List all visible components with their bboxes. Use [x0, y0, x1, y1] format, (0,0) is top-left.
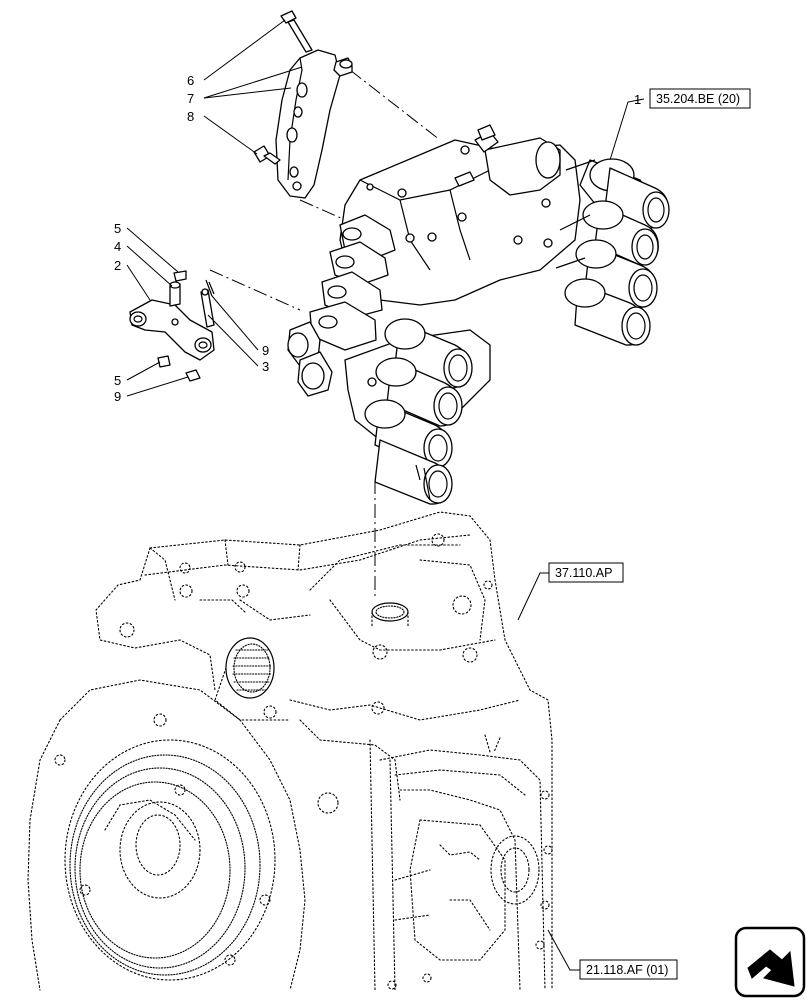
reference-valve-label[interactable]: 35.204.BE (20)	[656, 92, 740, 106]
callout-5-bottom: 5	[114, 373, 121, 388]
clip-5-bottom	[157, 355, 171, 368]
callout-6: 6	[187, 73, 194, 88]
callout-7: 7	[187, 91, 194, 106]
transmission-housing-outline	[27, 511, 553, 991]
bolt-6	[280, 10, 313, 53]
mesh-pattern	[232, 649, 272, 691]
reference-box-valve[interactable]: 35.204.BE (20)	[649, 88, 751, 109]
next-page-arrow-icon[interactable]	[734, 926, 806, 998]
right-solenoid-stack	[555, 158, 670, 346]
assembly-axes	[209, 69, 441, 600]
leader-lines	[126, 19, 645, 971]
mounting-bracket	[275, 49, 353, 199]
bolt-8	[253, 145, 281, 165]
left-solenoid-stack	[364, 318, 473, 505]
link-arm-2	[129, 299, 215, 361]
cotter-9-bottom	[185, 369, 201, 382]
reference-box-transmission[interactable]: 21.118.AF (01)	[579, 959, 678, 980]
pin-4	[169, 281, 181, 307]
reference-transmission-label[interactable]: 21.118.AF (01)	[586, 963, 668, 977]
cotter-9-top	[205, 279, 215, 297]
reference-box-housing[interactable]: 37.110.AP	[548, 562, 624, 583]
clip-5-top	[173, 270, 187, 282]
callout-2: 2	[114, 258, 121, 273]
control-valve-assembly	[287, 124, 670, 505]
callout-1: 1	[634, 92, 641, 107]
callout-8: 8	[187, 109, 194, 124]
callout-5-top: 5	[114, 221, 121, 236]
callout-9-right: 9	[262, 343, 269, 358]
reference-housing-label[interactable]: 37.110.AP	[555, 566, 612, 580]
callout-3: 3	[262, 359, 269, 374]
callout-4: 4	[114, 239, 121, 254]
callout-numbers: 6 7 8 1 5 4 2 9 3 5 9	[114, 73, 641, 404]
callout-9-bottom: 9	[114, 389, 121, 404]
